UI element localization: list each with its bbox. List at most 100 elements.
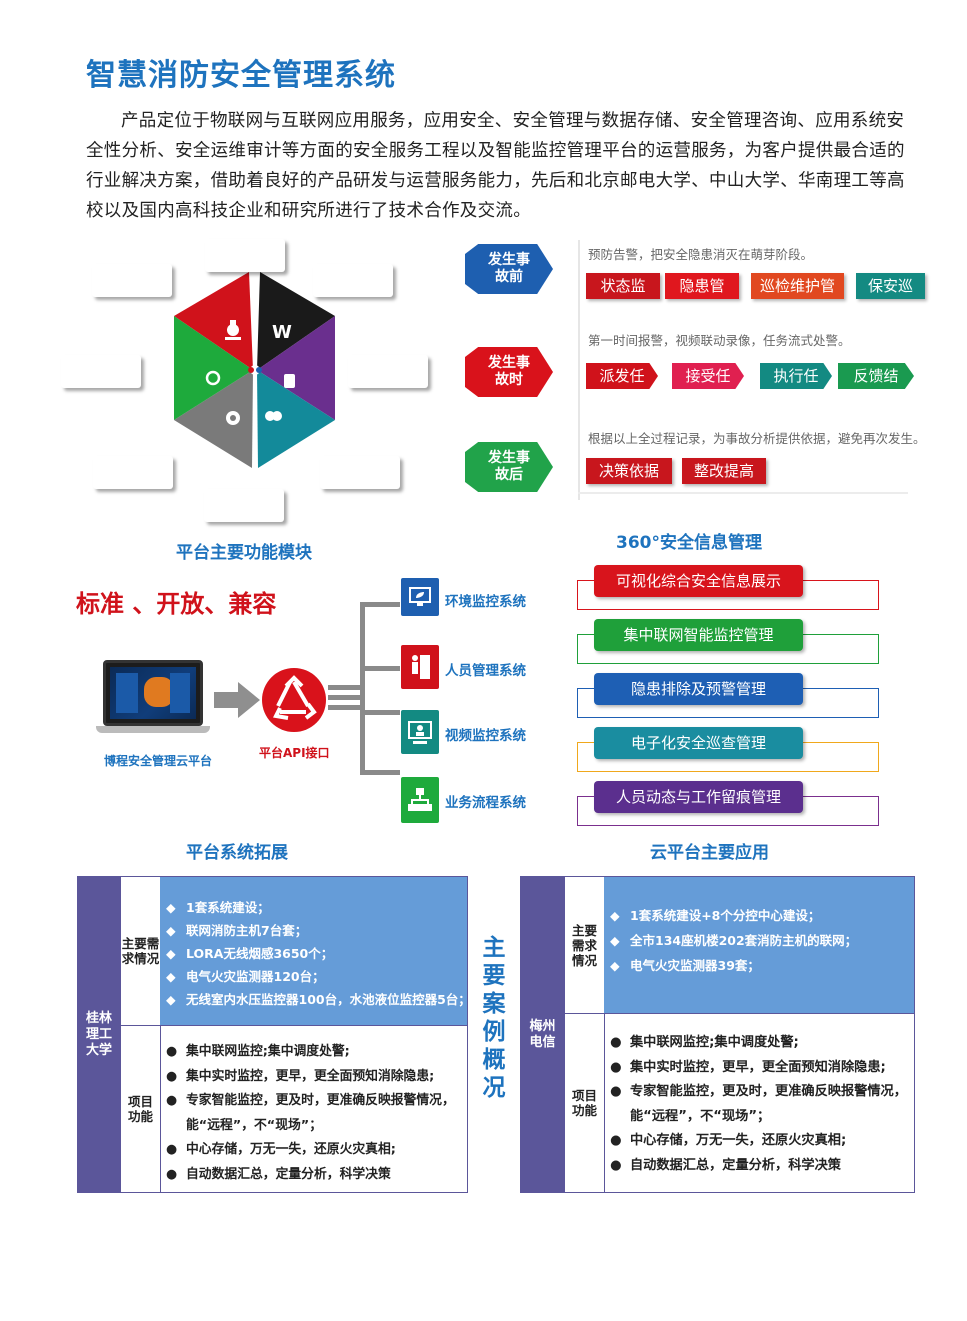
bullet-icon: ● (166, 1093, 178, 1108)
req-box-left (160, 877, 467, 1025)
list-item: ●自动数据汇总，定量分析，科学决策 (610, 1154, 907, 1179)
bullet-icon: ◆ (610, 958, 620, 973)
divider (121, 1025, 467, 1026)
list-item: ●集中实时监控，更早，更全面预知消除隐患; (610, 1056, 907, 1081)
list-item-text: 全市134座机楼202套消防主机的联网； (630, 933, 858, 948)
case-name-right: 梅州电信 (521, 877, 564, 1192)
req-box-right (604, 877, 914, 1013)
bullet-icon: ◆ (166, 992, 176, 1007)
info-item: 电子化安全巡查管理 (594, 727, 803, 759)
stage-badge-during: 发生事故时 (465, 347, 553, 397)
gear-icon (226, 411, 240, 425)
module-mobile-video: 手机视频 (205, 239, 285, 272)
api-recycle-icon (262, 668, 326, 732)
list-item: 能“远程”，不“现场”； (166, 1114, 455, 1139)
bullet-icon: ● (610, 1133, 622, 1148)
stage-badge-line1: 发生事 (488, 450, 530, 466)
laptop-screen (103, 660, 203, 726)
list-item: ●专家智能监控，更及时，更准确反映报警情况， (610, 1080, 907, 1105)
laptop-base (96, 726, 210, 733)
list-item-text: 电气火灾监测器39套； (630, 958, 760, 973)
bullet-icon: ◆ (166, 969, 176, 984)
api-label: 平台API接口 (259, 746, 330, 760)
expansion-caption: 平台系统拓展 (186, 843, 288, 863)
bullet-icon: ◆ (610, 933, 620, 948)
org-chart-icon (401, 777, 439, 823)
divider (160, 1026, 161, 1192)
list-item: ◆ 1套系统建设+8个分控中心建设； (610, 903, 857, 928)
list-item-text: 自动数据汇总，定量分析，科学决策 (630, 1157, 841, 1173)
slogan: 标准 、开放、兼容 (76, 590, 277, 618)
list-item-text: 自动数据汇总，定量分析，科学决策 (186, 1166, 391, 1182)
stage-badge-line1: 发生事 (488, 252, 530, 268)
stage-tag: 接受任 (672, 363, 744, 389)
stage-badge-line2: 故时 (495, 372, 523, 388)
list-item-text: 集中联网监控;集中调度处警; (186, 1044, 350, 1059)
list-item: ◆联网消防主机7台套； (166, 919, 471, 942)
system-label-personnel: 人员管理系统 (445, 663, 526, 679)
list-item: ● 中心存储，万无一失，还原火灾真相; (610, 1129, 907, 1154)
stage-badge-line2: 故前 (495, 269, 523, 285)
divider (564, 877, 565, 1192)
system-label-video: 视频监控系统 (445, 728, 526, 744)
stage-tag: 整改提高 (682, 458, 766, 484)
list-item: ◆LORA无线烟感3650个； (166, 942, 471, 965)
stage-tag: 巡检维护管 (751, 273, 844, 299)
fire-extinguisher-icon (225, 320, 241, 340)
cloud-platform-label: 博程安全管理云平台 (104, 754, 213, 768)
stage-desc-during: 第一时间报警，视频联动录像，任务流式处警。 (588, 333, 851, 348)
stage-badge-before: 发生事故前 (465, 244, 553, 294)
list-item: ◆ 电气火灾监测器120台； (166, 965, 471, 988)
list-item: ● 自动数据汇总，定量分析，科学决策 (166, 1163, 455, 1188)
req-label-right: 主要需求情况 (571, 922, 597, 968)
module-execution: 管理执行 (204, 489, 284, 522)
stage-tag: 反馈结 (838, 363, 914, 389)
req-list-right: ◆ 1套系统建设+8个分控中心建设； ◆ 全市134座机楼202套消防主机的联网； ◆ 电… (610, 903, 857, 978)
connector-branch (360, 602, 400, 607)
bullet-icon: ◆ (166, 946, 176, 961)
bullet-icon: ● (166, 1166, 178, 1182)
list-item: ◆ 全市134座机楼202套消防主机的联网； (610, 928, 857, 953)
stage-desc-after: 根据以上全过程记录，为事故分析提供依据，避免再次发生。 (588, 431, 926, 446)
info-item: 集中联网智能监控管理 (594, 619, 803, 651)
func-label-left: 项目功能 (127, 1094, 153, 1124)
list-item: ◆ 无线室内水压监控器100台，水池液位监控器5台； (166, 988, 471, 1011)
stage-badge-after: 发生事故后 (465, 442, 553, 492)
list-item-text: 无线室内水压监控器100台，水池液位监控器5台； (186, 992, 471, 1007)
wedge-purple (257, 316, 335, 420)
req-list-left: ◆1套系统建设；◆联网消防主机7台套；◆LORA无线烟感3650个；◆电气火灾监… (166, 896, 471, 1011)
stage-tag: 隐患管 (665, 273, 739, 299)
page-title: 智慧消防安全管理系统 (86, 58, 396, 93)
monitor-leaf-icon (401, 578, 439, 616)
module-patrol: 物业巡查 (93, 456, 173, 489)
list-item: ●集中联网监控;集中调度处警; (610, 1031, 907, 1056)
bullet-icon: ◆ (610, 908, 620, 923)
bullet-icon: ● (166, 1044, 178, 1059)
stage-tag: 保安巡 (856, 273, 925, 299)
bullet-icon: ● (610, 1084, 622, 1099)
person-door-icon (401, 645, 439, 689)
wedge-red (174, 272, 253, 370)
case-name-left: 桂林理工大学 (78, 877, 120, 1192)
list-item-text: 中心存储，万无一失，还原火灾真相; (630, 1133, 847, 1148)
divider (604, 1014, 605, 1192)
list-item-text: 1套系统建设； (186, 900, 270, 915)
list-item: ◆ 电气火灾监测器39套； (610, 953, 857, 978)
list-item: ●中心存储，万无一失，还原火灾真相; (166, 1138, 455, 1163)
info-item: 可视化综合安全信息展示 (594, 565, 803, 597)
module-overview: 综合展示 (313, 264, 393, 297)
connector-branch (360, 710, 400, 715)
list-item-text: 电气火灾监测器120台； (186, 969, 325, 984)
list-item-text: 能“远程”，不“现场”； (186, 1117, 323, 1133)
stage-tag: 决策依据 (586, 458, 672, 484)
camera-screen-icon (401, 710, 439, 754)
divider (120, 877, 121, 1192)
list-item: ●集中实时监控，更早，更全面预知消除隐患; (166, 1065, 455, 1090)
connector-branch (360, 666, 400, 671)
system-label-environment: 环境监控系统 (445, 594, 526, 610)
info-item: 人员动态与工作留痕管理 (594, 781, 803, 813)
stage-tag: 执行任 (760, 363, 832, 389)
list-item-text: 1套系统建设+8个分控中心建设； (630, 908, 821, 923)
wedge-teal (257, 370, 335, 468)
cases-title: 主要案例概况 (482, 935, 506, 1101)
